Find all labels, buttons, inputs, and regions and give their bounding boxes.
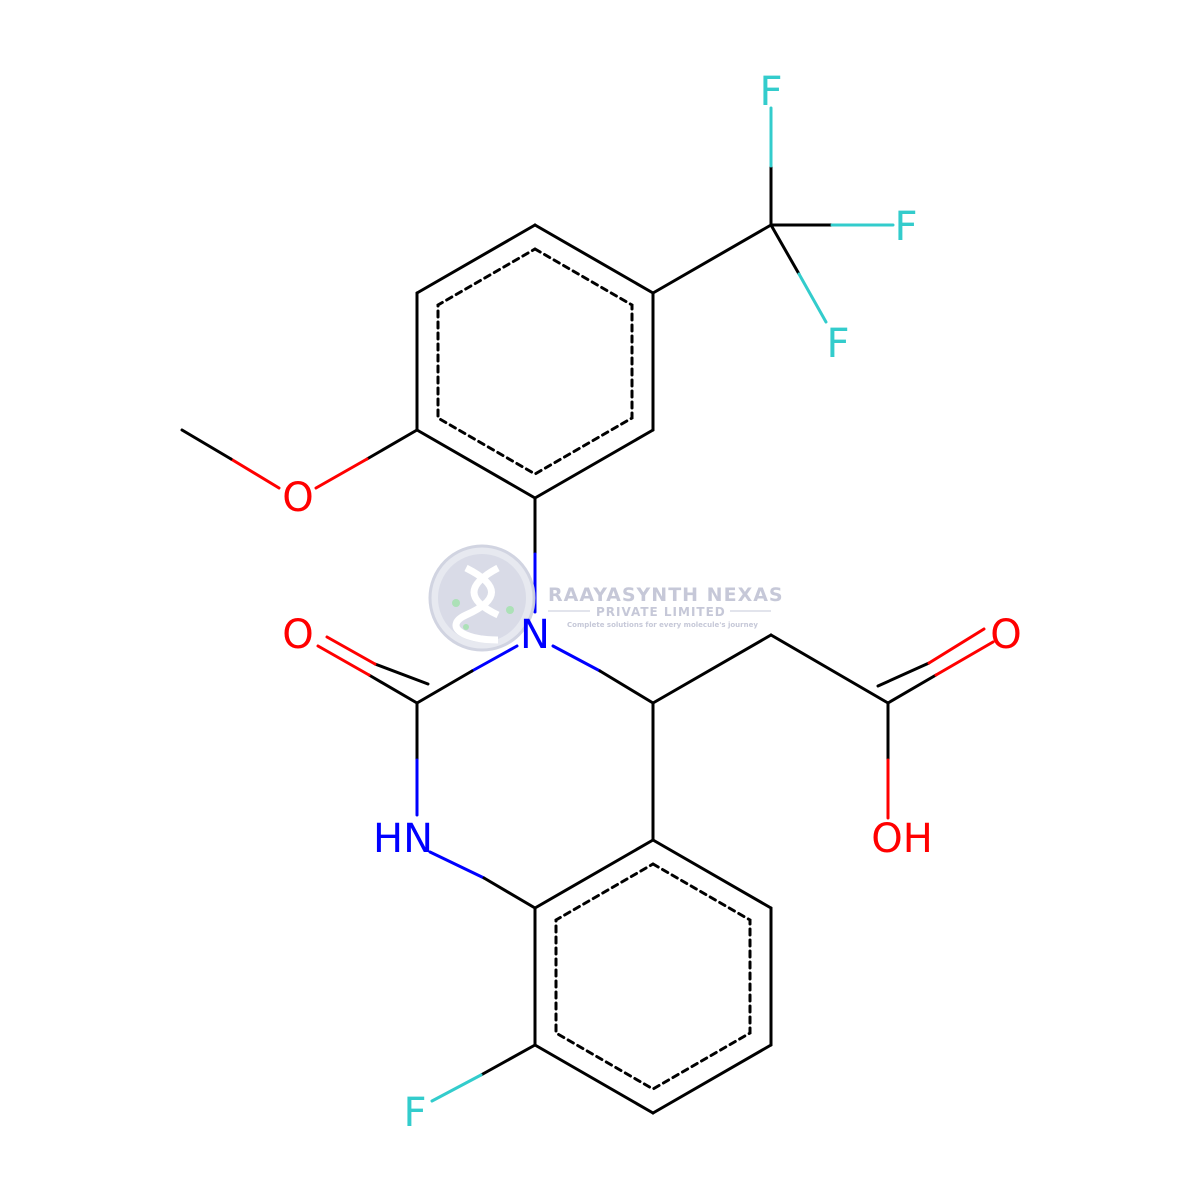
bond-co-double-2o (325, 635, 377, 666)
bond-o-methyl-c (180, 428, 233, 461)
bond-ar-f-c (479, 1043, 537, 1077)
bond-c-f-lower-f (797, 272, 828, 324)
bond-ch2-cooh (769, 633, 890, 705)
atom-o-acid: O (990, 612, 1021, 658)
bond-upper-ring-6 (415, 223, 537, 295)
bond-acid-double-1c (886, 673, 938, 705)
bond-upper-ring-1 (533, 223, 655, 295)
bond-lower-ring-6 (533, 838, 655, 910)
atom-o-carbonyl: O (282, 612, 313, 658)
atom-n-ring: N (520, 612, 550, 658)
bond-co-double-1c (367, 673, 419, 705)
watermark-company: RAAYASYNTH NEXAS (548, 584, 784, 606)
bond-lower-ring-3 (651, 1043, 773, 1115)
atom-f-lower: F (826, 321, 849, 367)
bond-n-ch-c (598, 669, 655, 705)
bond-nh-ar-n (428, 850, 486, 880)
atom-f-aryl: F (403, 1090, 426, 1136)
atom-o-methoxy: O (282, 475, 313, 521)
bond-n-co-n (470, 644, 519, 673)
bond-upper-ring-3 (533, 428, 655, 500)
bond-ring-o-o (314, 457, 369, 490)
bond-lower-ring-1 (651, 838, 773, 910)
bond-co-double-1o (316, 644, 371, 677)
bond-lower-ring-4 (533, 1043, 655, 1115)
bond-acid-double-2c (876, 661, 931, 688)
bond-o-methyl-o (229, 457, 281, 490)
bond-co-double-2c (373, 662, 430, 686)
atom-nh-ring: HN (373, 816, 433, 862)
watermark-subtitle: PRIVATE LIMITED (596, 605, 726, 619)
watermark: RAAYASYNTH NEXAS PRIVATE LIMITED Complet… (428, 544, 784, 652)
bond-acid-double-1o (934, 640, 995, 677)
bond-nh-ar-c (482, 876, 537, 910)
bond-upper-ring-4 (415, 428, 537, 500)
upper-ring-aromatic-dashes (436, 247, 634, 476)
bond-n-co-c (415, 669, 474, 705)
bond-acid-double-2o (927, 627, 986, 665)
bond-aryl-cf3 (651, 223, 773, 295)
bond-ring-o-c (365, 428, 419, 461)
atom-labels: F F F O N O O OH HN F (282, 69, 1021, 1136)
watermark-tagline: Complete solutions for every molecule's … (567, 621, 758, 629)
atom-f-top: F (759, 69, 782, 115)
atom-oh-acid: OH (871, 816, 933, 862)
dna-helix-logo (428, 544, 536, 652)
bond-n-ch-n (551, 644, 602, 673)
bond-ar-f-f (430, 1073, 483, 1103)
atom-f-right: F (894, 204, 917, 250)
lower-ring-aromatic-dashes (554, 862, 752, 1091)
bond-ch-ch2 (651, 633, 773, 705)
bond-c-f-lower-c (769, 223, 801, 276)
